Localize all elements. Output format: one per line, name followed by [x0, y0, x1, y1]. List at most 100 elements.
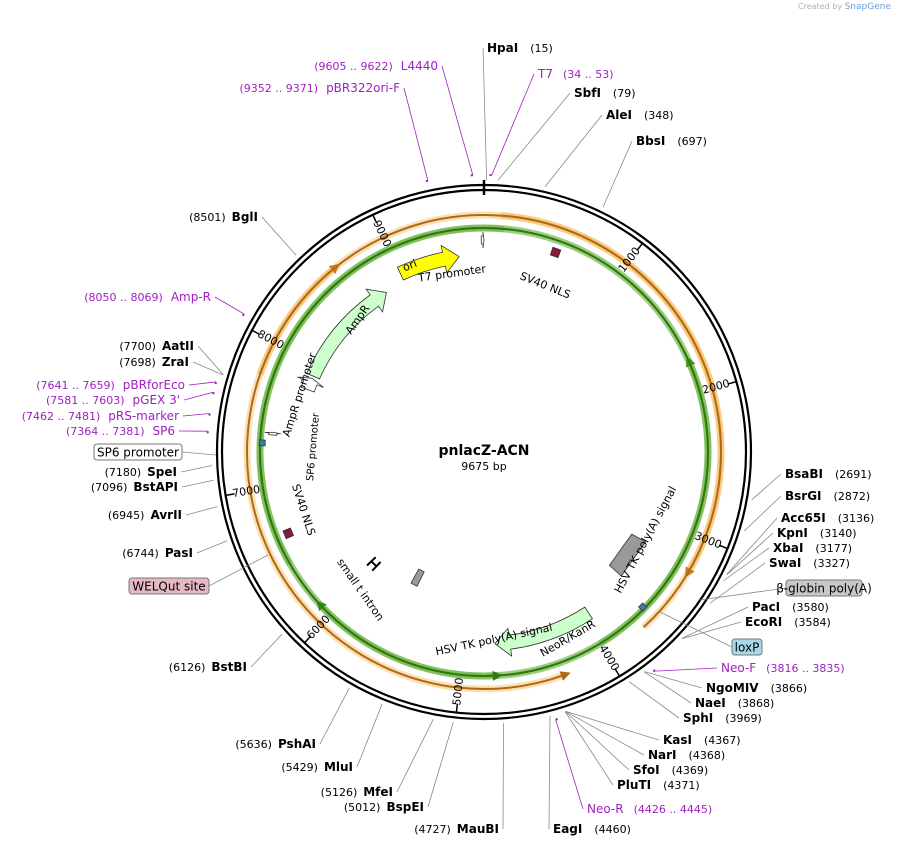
enzyme-leader: [726, 532, 774, 576]
enzyme-leader: [196, 540, 228, 554]
enzyme-position: (5636): [235, 738, 272, 751]
enzyme-name: BbsI: [636, 134, 665, 148]
enzyme-leader: [185, 506, 218, 516]
enzyme-position: (8501): [189, 211, 226, 224]
tick-mark: [225, 493, 235, 497]
enzyme-leader: [723, 547, 770, 581]
primer-name: pGEX 3': [133, 393, 180, 407]
primers: L4440(9605 .. 9622)pBR322ori-F(9352 .. 9…: [22, 59, 845, 816]
enzyme-name: AatII: [162, 339, 194, 353]
enzyme-position: (4371): [663, 779, 700, 792]
enzyme-name: BstBI: [211, 660, 247, 674]
enzyme-name: MauBI: [457, 822, 499, 836]
enzyme-leader: [181, 479, 214, 488]
feature-box: [93, 443, 183, 461]
enzyme-leader: [682, 606, 749, 639]
enzyme-name: SbfI: [574, 86, 601, 100]
enzymes: HpaI(15)SbfI(79)AleI(348)BbsI(697)BsaBI(…: [91, 41, 874, 836]
feature-box-label: WELQut site: [132, 580, 205, 594]
enzyme-name: SphI: [683, 711, 713, 725]
primer-leader: [441, 65, 474, 176]
tick-label: 7000: [231, 483, 261, 500]
feature-ori: [396, 244, 460, 281]
enzyme-name: PacI: [752, 600, 780, 614]
primer-name: SP6: [153, 424, 176, 438]
plasmid-length: 9675 bp: [461, 460, 506, 473]
tick-mark: [251, 329, 261, 336]
enzyme-name: EcoRI: [745, 615, 782, 629]
enzyme-position: (7180): [105, 466, 142, 479]
feature-label: SV40 NLS: [289, 482, 318, 537]
primer-leader: [214, 296, 245, 315]
enzyme-leader: [565, 711, 630, 771]
enzyme-position: (3868): [738, 697, 775, 710]
credit-prefix: Created by: [798, 2, 843, 11]
enzyme-position: (3969): [725, 712, 762, 725]
primer-name: Amp-R: [171, 290, 211, 304]
enzyme-leader: [192, 361, 224, 376]
enzyme-position: (3136): [838, 512, 875, 525]
enzyme-leader: [548, 715, 551, 830]
enzyme-name: ZraI: [162, 355, 189, 369]
enzyme-name: BsaBI: [785, 467, 823, 481]
snapgene-brand: SnapGene: [844, 2, 891, 12]
box-leader: [699, 587, 787, 601]
enzyme-leader: [643, 671, 692, 704]
enzyme-position: (4368): [689, 749, 726, 762]
credit: Created by SnapGene: [798, 2, 891, 12]
orf-arc: [246, 214, 722, 690]
enzyme-leader: [644, 671, 703, 689]
primer-leader: [182, 413, 210, 417]
primer-range: (3816 .. 3835): [766, 662, 845, 675]
primer-range: (7641 .. 7659): [36, 379, 115, 392]
enzyme-name: XbaI: [773, 541, 803, 555]
enzyme-leader: [709, 562, 766, 604]
primer-name: T7: [537, 67, 553, 81]
primer-range: (7364 .. 7381): [66, 425, 145, 438]
features: [258, 231, 648, 658]
tick-mark: [303, 635, 312, 644]
enzyme-leader: [482, 47, 488, 181]
enzyme-position: (348): [644, 109, 674, 122]
feature-sp6-promoter: [264, 431, 281, 436]
enzyme-position: (6744): [122, 547, 159, 560]
feature-ampr-promoter: [297, 376, 324, 393]
primer-range: (7581 .. 7603): [46, 394, 125, 407]
box-leader: [659, 611, 733, 648]
feature-label: SP6 promoter: [305, 412, 322, 482]
enzyme-leader: [629, 681, 680, 719]
enzyme-name: NarI: [648, 748, 677, 762]
orf-arc: [259, 227, 709, 677]
orf-arrowhead: [492, 670, 503, 681]
enzyme-position: (3580): [792, 601, 829, 614]
feature-box: [128, 577, 210, 595]
enzyme-leader: [197, 345, 224, 375]
primer-name: pRS-marker: [108, 409, 179, 423]
enzyme-name: BsrGI: [785, 489, 822, 503]
feature-loxp: [638, 602, 648, 612]
enzyme-position: (5429): [281, 761, 318, 774]
primer-range: (9352 .. 9371): [240, 82, 319, 95]
enzyme-position: (4460): [594, 823, 631, 836]
enzyme-name: SfoI: [633, 763, 660, 777]
feature-box-label: β-globin poly(A): [776, 582, 872, 596]
tick-mark: [372, 214, 378, 224]
enzyme-position: (7096): [91, 481, 128, 494]
enzyme-leader: [726, 517, 778, 575]
primer-name: pBR322ori-F: [326, 81, 400, 95]
enzyme-leader: [751, 473, 782, 501]
enzyme-name: PasI: [165, 546, 193, 560]
enzyme-leader: [497, 92, 571, 181]
enzyme-name: AleI: [606, 108, 632, 122]
enzyme-leader: [250, 633, 283, 668]
tick-mark: [718, 544, 728, 550]
enzyme-position: (6945): [108, 509, 145, 522]
primer-leader: [183, 391, 214, 401]
enzyme-position: (4367): [704, 734, 741, 747]
enzyme-position: (3866): [771, 682, 808, 695]
feature-box: [785, 579, 863, 597]
enzyme-name: NaeI: [695, 696, 726, 710]
primer-leader: [491, 73, 535, 176]
tick-mark: [614, 668, 621, 677]
